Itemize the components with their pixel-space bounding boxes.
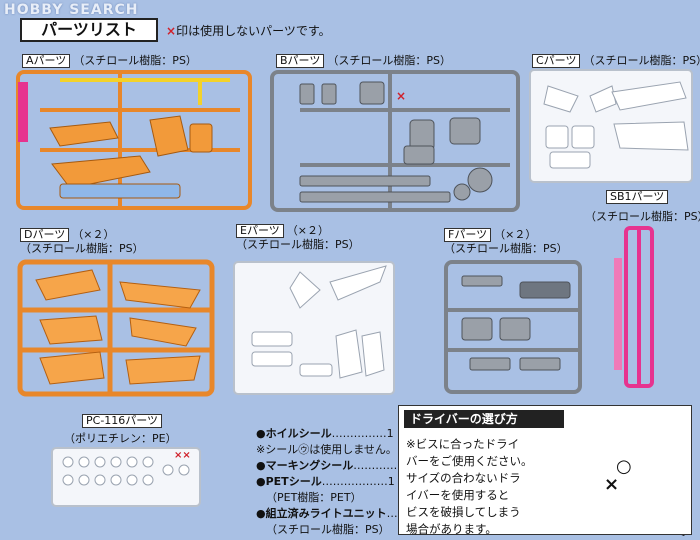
runner-f <box>444 260 582 394</box>
section-pc-material: （ポリエチレン：PE） <box>64 432 177 445</box>
section-a-label: Aパーツ（スチロール樹脂：PS） <box>22 52 197 68</box>
runner-d <box>17 259 215 397</box>
section-a-tag: Aパーツ <box>22 54 71 68</box>
section-e-material: （スチロール樹脂：PS） <box>236 238 360 251</box>
section-a-material: （スチロール樹脂：PS） <box>73 54 197 67</box>
runner-f-parts <box>461 275 571 371</box>
legend-note: （PET樹脂：PET） <box>266 491 362 504</box>
runner-pc-parts <box>62 456 190 486</box>
section-b-label: Bパーツ（スチロール樹脂：PS） <box>276 52 451 68</box>
section-sb1-label: SB1パーツ <box>606 190 671 204</box>
runner-b <box>270 70 520 212</box>
section-d-material: （スチロール樹脂：PS） <box>20 242 144 255</box>
driver-line: イバーを使用すると <box>406 488 510 502</box>
legend-note: ※シール㋒は使用しません。 <box>256 443 397 456</box>
runner-d-parts <box>35 269 201 385</box>
legend-item: ●PETシール………………1 <box>256 475 395 488</box>
ok-mark: ○ <box>616 456 632 477</box>
section-c-label: Cパーツ（スチロール樹脂：PS） <box>532 52 700 68</box>
driver-line: 場合があります。 <box>406 522 497 536</box>
title-note: ×印は使用しないパーツです。 <box>166 22 331 39</box>
runner-a-parts <box>49 115 213 199</box>
section-sb1-material: （スチロール樹脂：PS） <box>585 210 700 223</box>
section-f-label: Fパーツ（×２） <box>444 226 536 242</box>
section-c-tag: Cパーツ <box>532 54 581 68</box>
section-e-qty: （×２） <box>286 224 329 237</box>
runner-a-pink <box>18 82 28 142</box>
section-d-tag: Dパーツ <box>20 228 70 242</box>
driver-guide-heading: ドライバーの選び方 <box>404 410 564 428</box>
section-sb1-tag: SB1パーツ <box>606 190 669 204</box>
driver-line: ※ビスに合ったドライ <box>406 437 520 451</box>
driver-line: サイズの合わないドラ <box>406 471 521 485</box>
section-d-qty: （×２） <box>72 228 115 241</box>
section-pc-label: PC-116パーツ <box>82 414 165 428</box>
title-note-text: 印は使用しないパーツです。 <box>176 24 331 38</box>
section-pc-tag: PC-116パーツ <box>82 414 163 428</box>
section-d-label: Dパーツ（×２） <box>20 226 114 242</box>
runner-b-parts <box>299 81 493 203</box>
runner-a-yellow <box>60 78 230 105</box>
section-e-tag: Eパーツ <box>236 224 284 238</box>
section-f-material: （スチロール樹脂：PS） <box>444 242 568 255</box>
section-b-tag: Bパーツ <box>276 54 325 68</box>
ng-mark: × <box>604 474 620 495</box>
included-items-list: ●ホイルシール……………1 ※シール㋒は使用しません。 ●マーキングシール………… <box>256 426 416 538</box>
section-c-material: （スチロール樹脂：PS） <box>583 54 700 67</box>
section-f-qty: （×２） <box>494 228 537 241</box>
runner-c-parts <box>543 81 689 169</box>
legend-note: （スチロール樹脂：PS） <box>266 523 390 536</box>
driver-line: バーをご使用ください。 <box>406 454 533 468</box>
legend-item: ●ホイルシール……………1 <box>256 427 394 440</box>
section-f-tag: Fパーツ <box>444 228 492 242</box>
unused-mark: × <box>166 24 177 38</box>
svg-text:×: × <box>396 89 406 103</box>
runner-sb1 <box>624 226 654 388</box>
runner-e-parts <box>251 265 387 379</box>
legend-item: ●組立済みライトユニット……1 <box>256 507 416 520</box>
section-e-label: Eパーツ（×２） <box>236 222 329 238</box>
driver-line: ビスを破損してしまう <box>406 505 521 519</box>
driver-guide-text: ※ビスに合ったドライ バーをご使用ください。 サイズの合わないドラ イバーを使用… <box>406 436 566 538</box>
legend-item: ●マーキングシール…………1 <box>256 459 404 472</box>
watermark: HOBBY SEARCH <box>4 2 139 18</box>
sb1-part <box>614 258 622 370</box>
page-title: パーツリスト <box>20 18 158 42</box>
svg-text:××: ×× <box>174 450 191 461</box>
section-b-material: （スチロール樹脂：PS） <box>327 54 451 67</box>
